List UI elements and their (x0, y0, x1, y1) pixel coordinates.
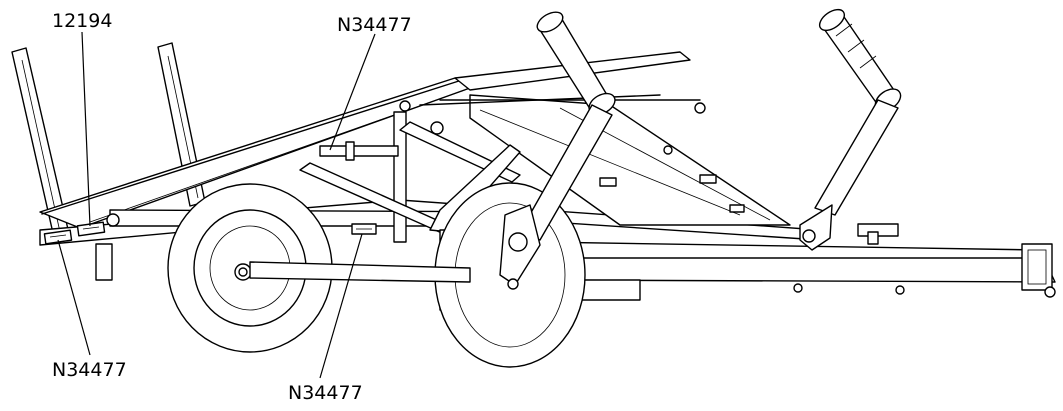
callout-decal-bottom: N34477 (288, 382, 363, 404)
decal-middle (351, 223, 377, 235)
tongue (539, 241, 1056, 301)
axle (249, 261, 471, 283)
handle-arm-left (499, 11, 616, 290)
handle-arm-right (799, 8, 902, 251)
callout-decal-left: N34477 (52, 359, 127, 381)
hitch-latch (857, 223, 899, 245)
callout-decal-top: N34477 (337, 14, 412, 36)
callout-12194: 12194 (52, 10, 112, 32)
leader-top (329, 33, 376, 151)
leader-12194 (81, 31, 91, 227)
leader-left (57, 239, 91, 356)
leader-bottom (319, 233, 363, 379)
diagonal-braces (299, 121, 521, 243)
